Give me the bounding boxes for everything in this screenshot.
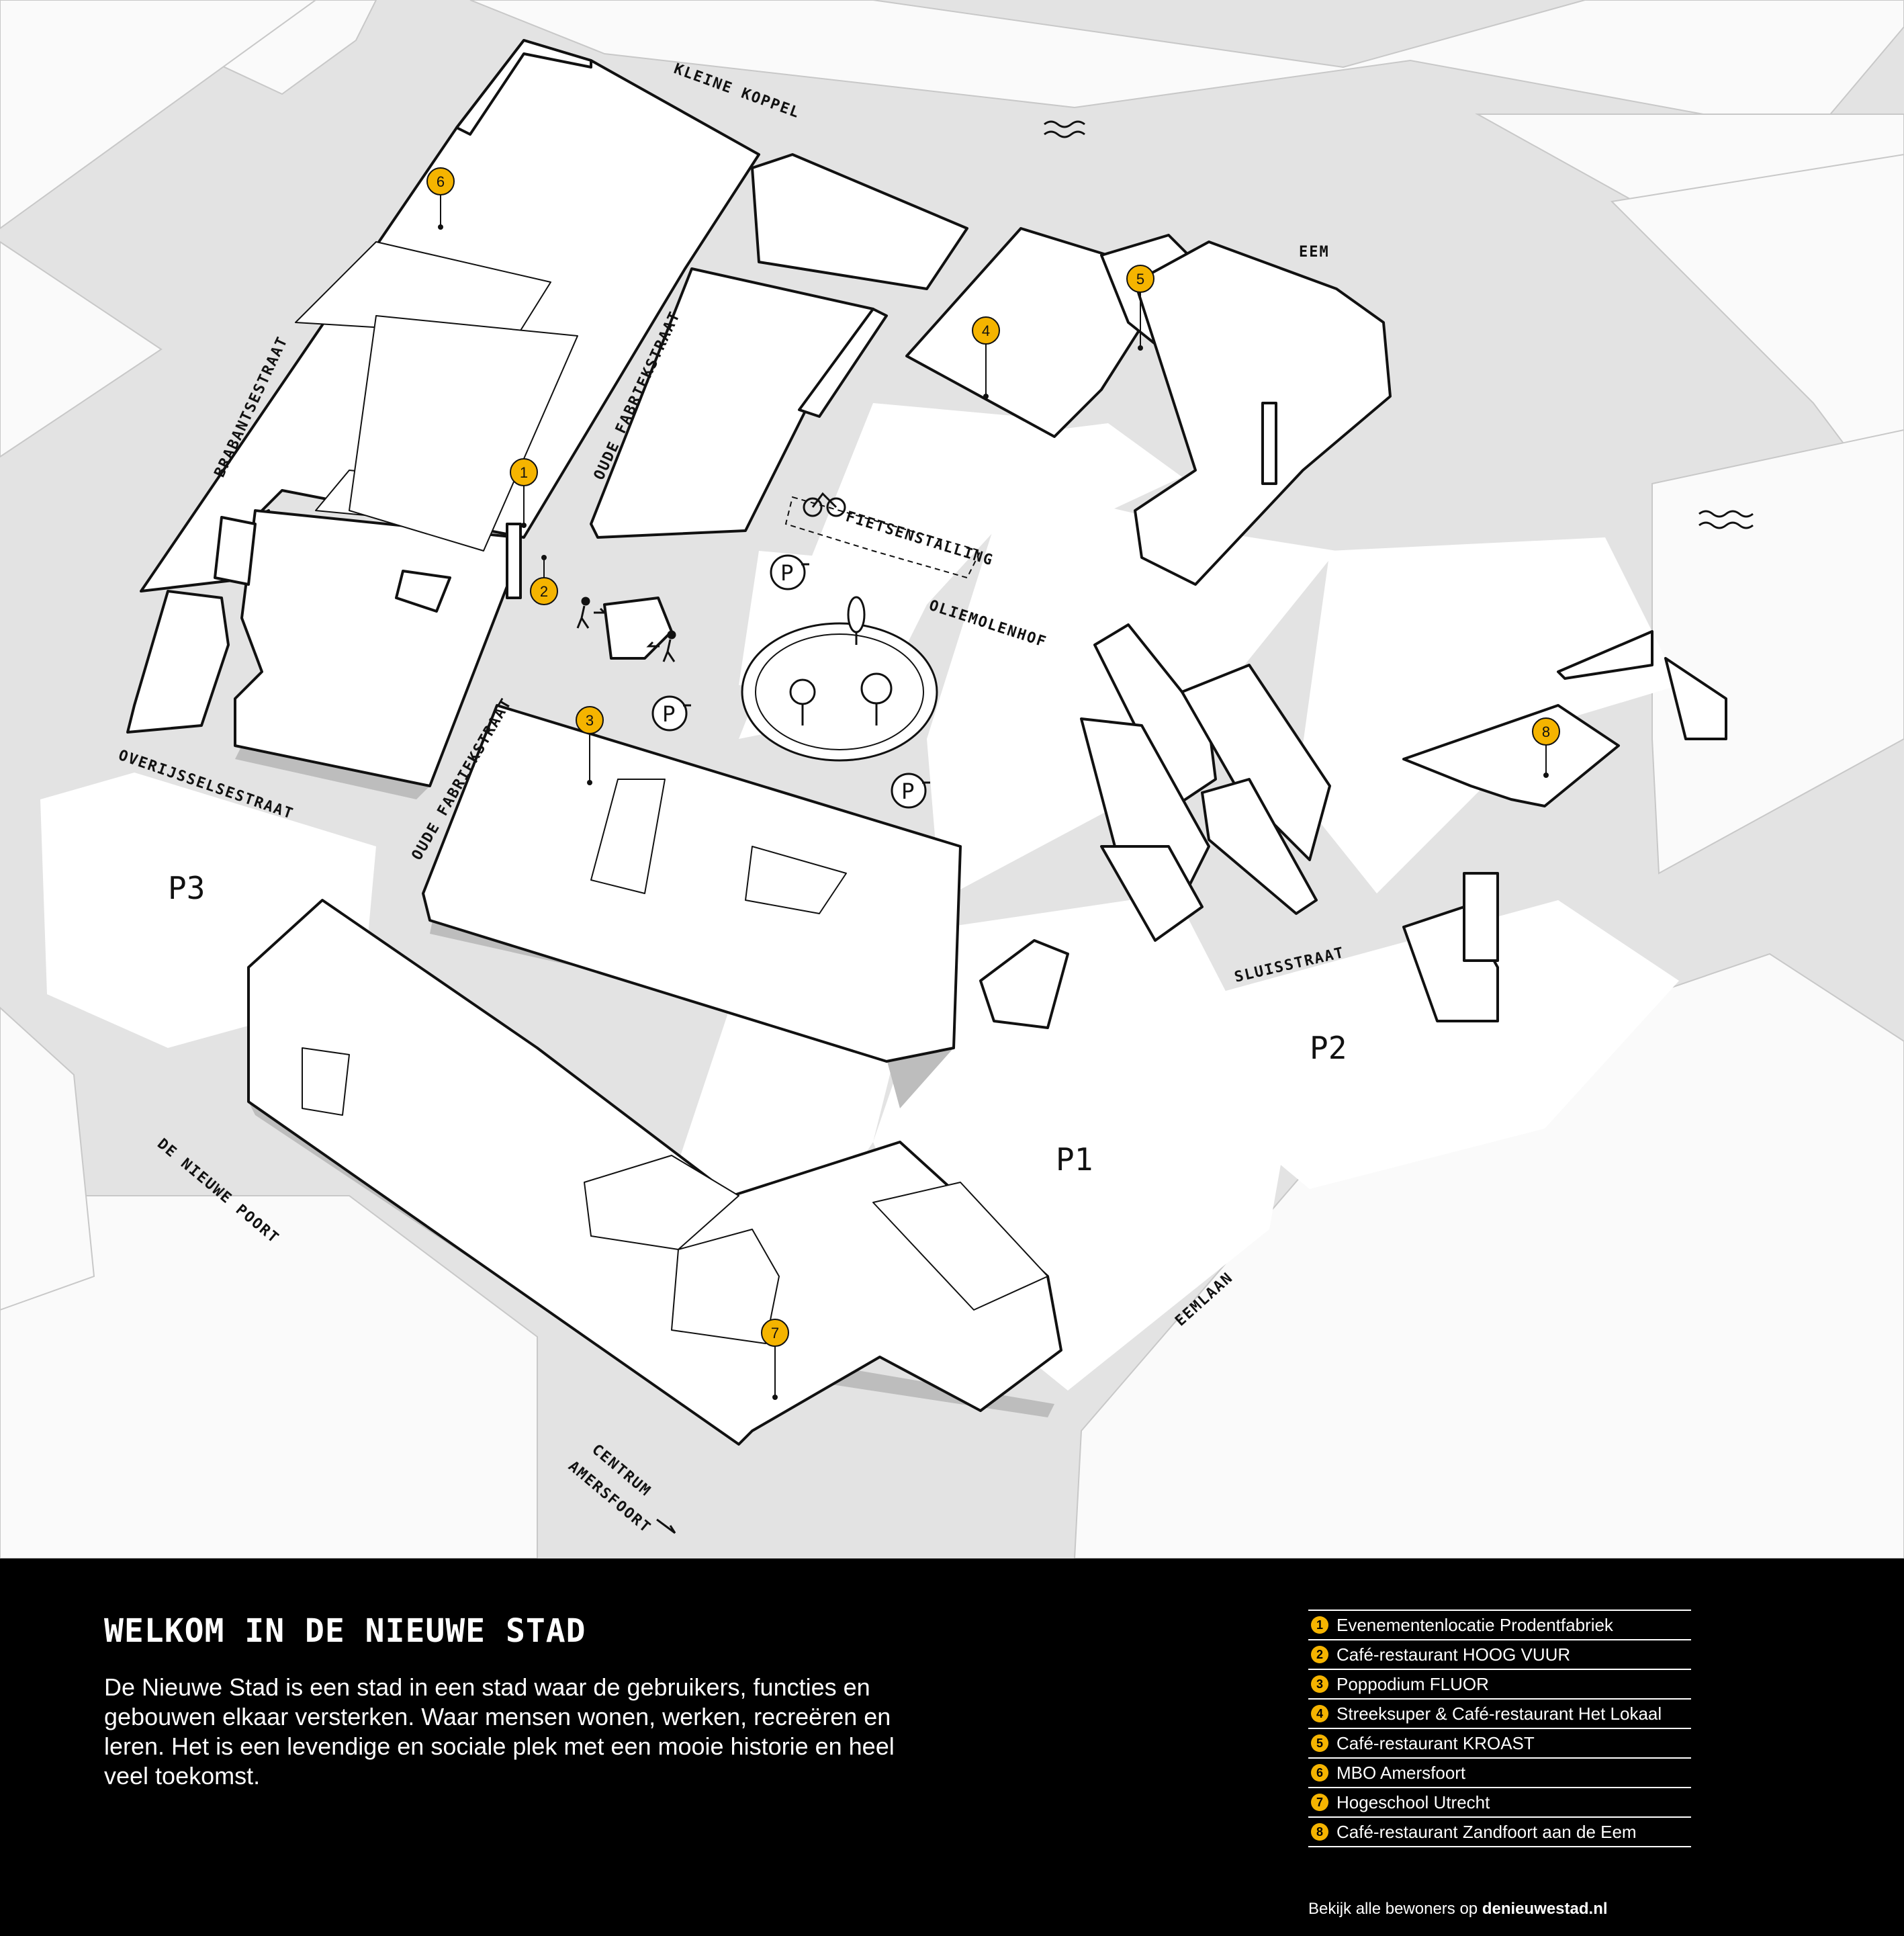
marker-1[interactable]: 1 [510, 458, 538, 528]
svg-text:5: 5 [1136, 271, 1144, 288]
tree-icon [789, 678, 816, 725]
panel-title: WELKOM IN DE NIEUWE STAD [104, 1612, 586, 1650]
bicycle-parking-area [784, 496, 982, 579]
legend-label: Café-restaurant HOOG VUUR [1336, 1644, 1571, 1665]
ev-charging-icon: P [891, 773, 930, 809]
pedestrian-icon [646, 630, 676, 662]
website-link[interactable]: denieuwestad.nl [1482, 1900, 1608, 1918]
legend-label: Streeksuper & Café-restaurant Het Lokaal [1336, 1703, 1662, 1724]
footer-note: Bekijk alle bewoners op denieuwestad.nl [1308, 1900, 1608, 1919]
legend-item[interactable]: 8 Café-restaurant Zandfoort aan de Eem [1308, 1818, 1691, 1847]
svg-text:4: 4 [982, 322, 990, 339]
parking-label: P2 [1310, 1030, 1347, 1066]
svg-text:6: 6 [437, 173, 445, 190]
marker-6[interactable]: 6 [426, 167, 455, 230]
svg-text:1: 1 [520, 464, 528, 481]
legend-label: Poppodium FLUOR [1336, 1673, 1489, 1694]
central-roundabout [741, 596, 938, 762]
ev-charging-icon: P [770, 554, 809, 590]
svg-text:P: P [901, 779, 914, 804]
svg-text:8: 8 [1542, 723, 1550, 740]
legend-marker: 8 [1311, 1823, 1328, 1841]
legend-label: Café-restaurant Zandfoort aan de Eem [1336, 1821, 1637, 1842]
water-wave-icon [1698, 510, 1754, 529]
svg-text:P: P [780, 560, 793, 586]
location-markers: 1 2 3 4 5 6 [426, 167, 1560, 1400]
svg-text:2: 2 [540, 583, 548, 600]
svg-text:7: 7 [771, 1325, 779, 1341]
svg-text:P: P [662, 701, 675, 727]
marker-2[interactable]: 2 [530, 555, 558, 605]
marker-5[interactable]: 5 [1126, 265, 1154, 351]
legend-marker: 1 [1311, 1616, 1328, 1634]
legend-label: MBO Amersfoort [1336, 1762, 1466, 1783]
legend-label: Café-restaurant KROAST [1336, 1732, 1535, 1753]
marker-7[interactable]: 7 [761, 1319, 789, 1400]
parking-labels: P3 P1 P2 [168, 870, 1347, 1178]
street-label: EEM [1299, 244, 1330, 261]
building-fluor [422, 704, 962, 1063]
legend-item[interactable]: 6 MBO Amersfoort [1308, 1759, 1691, 1788]
legend-marker: 6 [1311, 1764, 1328, 1781]
legend-marker: 3 [1311, 1675, 1328, 1693]
site-map: P P P KLEINE KOPPEL EEM BRABANTSESTRAAT … [0, 0, 1904, 1558]
marker-8[interactable]: 8 [1532, 717, 1560, 778]
ev-charging-icon: P [651, 695, 691, 732]
legend-item[interactable]: 5 Café-restaurant KROAST [1308, 1729, 1691, 1759]
legend-marker: 7 [1311, 1794, 1328, 1811]
legend-label: Hogeschool Utrecht [1336, 1792, 1490, 1812]
parking-label: P1 [1056, 1141, 1093, 1178]
context-blocks [0, 0, 1904, 1558]
legend-item[interactable]: 1 Evenementenlocatie Prodentfabriek [1308, 1611, 1691, 1640]
building-zandfoort [1402, 704, 1620, 807]
pedestrian-icon [576, 597, 607, 629]
footer-prefix: Bekijk alle bewoners op [1308, 1900, 1478, 1918]
tree-icon [847, 596, 866, 645]
legend-label: Evenementenlocatie Prodentfabriek [1336, 1614, 1613, 1635]
marker-3[interactable]: 3 [576, 706, 604, 785]
legend-marker: 2 [1311, 1646, 1328, 1663]
legend-item[interactable]: 4 Streeksuper & Café-restaurant Het Lokaa… [1308, 1700, 1691, 1729]
buildings [126, 39, 1727, 1446]
parking-label: P3 [168, 870, 205, 906]
panel-description: De Nieuwe Stad is een stad in een stad w… [104, 1673, 895, 1790]
arrow-icon [656, 1518, 676, 1534]
legend-item[interactable]: 3 Poppodium FLUOR [1308, 1670, 1691, 1700]
info-panel: WELKOM IN DE NIEUWE STAD De Nieuwe Stad … [0, 1558, 1904, 1936]
legend-marker: 5 [1311, 1734, 1328, 1752]
legend-item[interactable]: 7 Hogeschool Utrecht [1308, 1788, 1691, 1818]
legend-marker: 4 [1311, 1705, 1328, 1722]
tree-icon [860, 672, 893, 725]
marker-4[interactable]: 4 [972, 316, 1000, 399]
water-wave-icon [1044, 120, 1085, 138]
svg-text:3: 3 [586, 712, 594, 729]
legend-item[interactable]: 2 Café-restaurant HOOG VUUR [1308, 1640, 1691, 1670]
bicycle-icon [803, 492, 846, 517]
